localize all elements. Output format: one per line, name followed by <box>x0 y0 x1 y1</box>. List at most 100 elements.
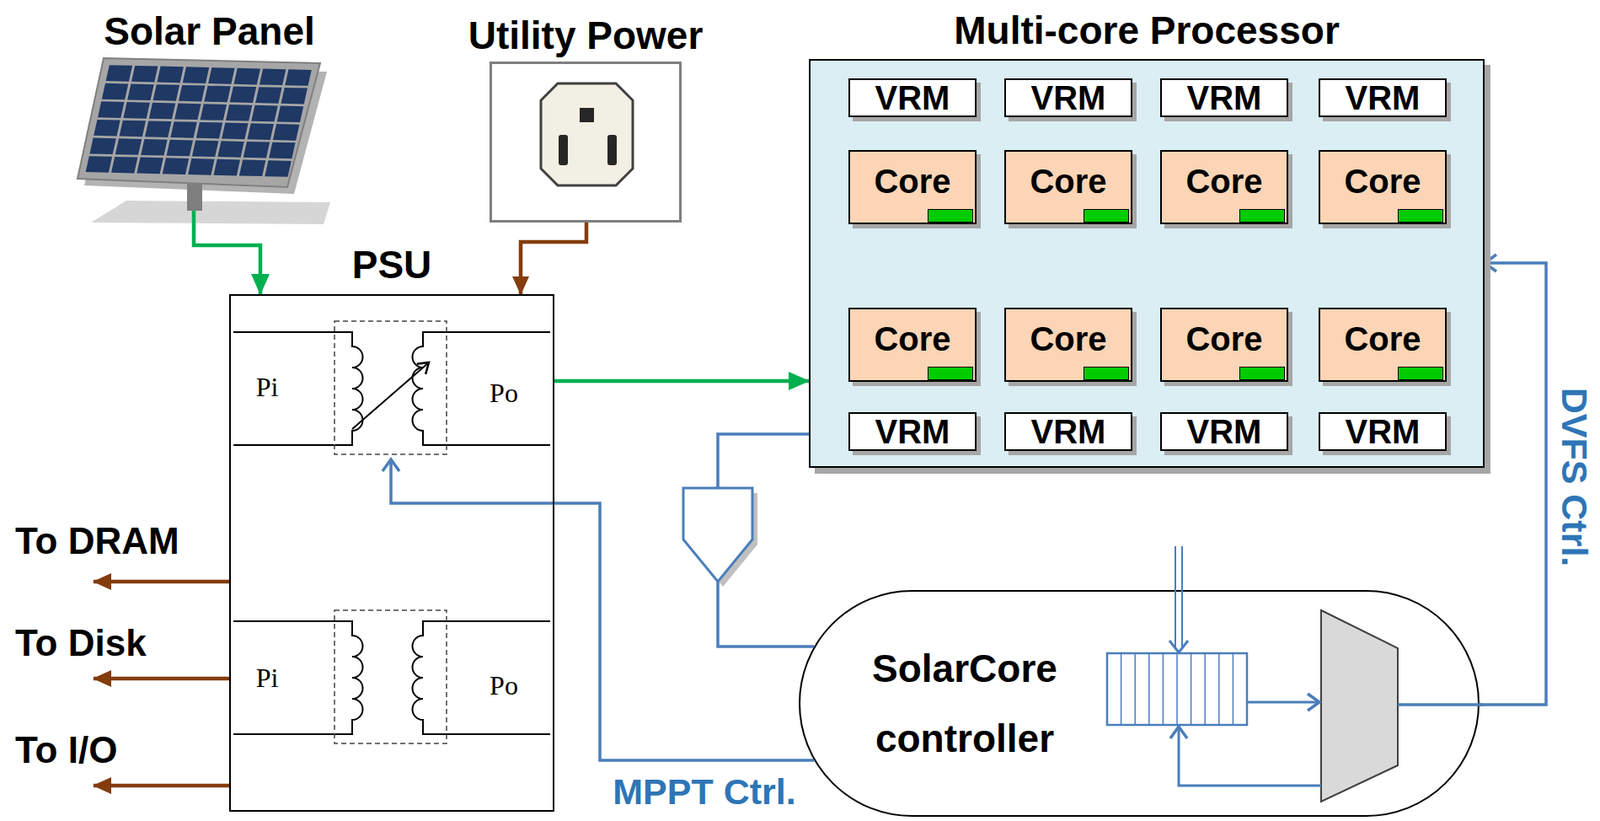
solar-cell <box>239 160 266 177</box>
core-box: Core <box>1318 307 1447 382</box>
solar-cell <box>166 139 193 157</box>
multicore-processor: Multi-core ProcessorVRMVRMVRMVRMCoreCore… <box>808 58 1485 468</box>
core-status-indicator <box>927 366 974 380</box>
core-status-indicator <box>1239 208 1285 223</box>
core-box: Core <box>1160 307 1289 382</box>
table-cell-divider <box>1190 652 1193 725</box>
core-status-indicator <box>1397 208 1444 223</box>
solar-cell <box>277 105 304 123</box>
vrm-box: VRM <box>1160 412 1289 451</box>
box-label: VRM <box>875 414 951 449</box>
power-out-arrow <box>93 676 230 681</box>
vrm-box: VRM <box>1318 412 1447 451</box>
solar-cell <box>119 120 146 138</box>
solar-cell <box>268 142 295 160</box>
solar-cell <box>230 85 257 103</box>
multiplexer <box>1321 610 1398 802</box>
solar-cell <box>225 104 252 122</box>
solar-cell <box>264 160 291 177</box>
solar-cell <box>272 123 300 141</box>
box-label: Core <box>873 321 951 356</box>
core-box: Core <box>848 149 977 225</box>
panel-base <box>90 200 331 225</box>
transformer-outline <box>334 610 447 744</box>
solar-cells <box>85 64 312 177</box>
table-cell-divider <box>1232 652 1235 725</box>
psu-internals <box>229 294 555 812</box>
box-label: VRM <box>1187 414 1263 449</box>
power-out-arrow <box>93 783 230 788</box>
output-label: To I/O <box>15 729 118 771</box>
core-box: Core <box>1318 149 1447 225</box>
box-label: Core <box>1185 321 1263 356</box>
edge-label: MPPT Ctrl. <box>612 771 796 812</box>
solar-cell <box>259 69 286 86</box>
solar-cell <box>93 119 120 137</box>
solar-cell <box>131 65 158 83</box>
node-heading: PSU <box>352 243 433 287</box>
box-label: VRM <box>1345 414 1421 449</box>
power-symbol: Pi <box>256 663 279 693</box>
outlet-slot <box>607 134 617 166</box>
outlet-slot <box>558 134 568 166</box>
node-heading: Solar Panel <box>103 10 316 54</box>
utility-outlet: Utility Power <box>489 61 682 223</box>
power-symbol: Pi <box>256 372 279 402</box>
solar-cell <box>174 103 201 121</box>
core-box: Core <box>1004 307 1133 382</box>
vrm-box: VRM <box>1004 78 1133 118</box>
power-out-arrow <box>93 579 230 584</box>
solar-panel: Solar Panel <box>81 56 338 211</box>
solar-cell <box>97 101 124 118</box>
solar-cell <box>196 122 223 140</box>
core-status-indicator <box>1083 208 1130 223</box>
vrm-box: VRM <box>848 412 977 451</box>
mppt-control-line <box>390 459 814 760</box>
solar-cell <box>170 121 197 139</box>
solar-cell <box>123 101 150 119</box>
box-label: Core <box>1343 164 1421 198</box>
table-cell-divider <box>1134 652 1136 725</box>
solar-power-line <box>193 210 261 295</box>
solar-cell <box>127 83 154 101</box>
solar-cell <box>136 157 163 175</box>
core-status-indicator <box>927 208 974 223</box>
solar-cell <box>144 120 172 138</box>
variable-arrow <box>352 362 429 429</box>
solar-cell <box>280 87 307 105</box>
solar-cell <box>178 85 205 102</box>
box-label: Core <box>1029 321 1107 356</box>
solar-cell <box>192 139 219 157</box>
primary-winding <box>233 331 364 445</box>
box-label: Core <box>1343 321 1421 356</box>
vrm-box: VRM <box>1160 78 1289 118</box>
solar-cell <box>187 158 215 176</box>
input-bus <box>1181 545 1183 649</box>
solar-cell <box>203 85 231 103</box>
solar-cell <box>243 141 270 159</box>
panel-frame <box>77 58 321 188</box>
box-label: VRM <box>1187 80 1263 115</box>
box-label: VRM <box>1031 80 1107 115</box>
arrow-head <box>1169 640 1188 653</box>
box-label: VRM <box>875 80 951 115</box>
table-cell-divider <box>1162 652 1165 725</box>
solar-cell <box>208 67 235 85</box>
psu-box: PSU <box>229 294 555 812</box>
solar-cell <box>251 105 278 123</box>
solar-cell <box>101 83 129 101</box>
box-label: VRM <box>1345 80 1421 115</box>
solar-cell <box>115 138 142 156</box>
table-cell-divider <box>1176 652 1178 725</box>
box-label: Core <box>873 164 951 198</box>
table-cell-divider <box>1204 652 1206 725</box>
utility-power-line <box>520 222 587 295</box>
solar-cell <box>89 138 116 156</box>
dvfs-control-line <box>1479 262 1547 705</box>
core-box: Core <box>1004 149 1133 225</box>
solar-cell <box>255 86 282 104</box>
solar-cell <box>182 66 209 84</box>
box-label: SolarCore controller <box>834 633 1096 774</box>
primary-winding <box>233 620 364 734</box>
